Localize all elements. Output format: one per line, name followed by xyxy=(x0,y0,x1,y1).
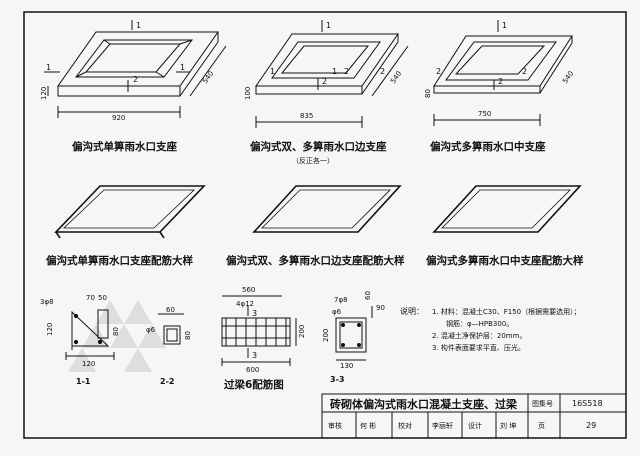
note-1: 1. 材料：混凝土C30、F150（根据需要选用）； xyxy=(432,307,581,316)
title-block xyxy=(321,393,627,439)
label-200-sec3: 200 xyxy=(322,329,330,342)
caption-rebar-edge: 偏沟式双、多箅雨水口边支座配筋大样 xyxy=(226,254,405,267)
mark-1b: 1 xyxy=(46,63,51,72)
label-70: 70 xyxy=(86,294,95,302)
titleblock-row-4: 设计 xyxy=(468,421,482,430)
mark-2a: 2 xyxy=(133,75,138,84)
note-1b: 钢筋：φ—HPB300。 xyxy=(446,319,513,328)
watermark-pattern xyxy=(68,300,166,372)
rebar-edge-view xyxy=(252,185,402,233)
label-phi6-sec3: φ6 xyxy=(332,308,342,316)
dim-120: 120 xyxy=(40,87,48,100)
rebar-single-view xyxy=(54,185,206,239)
label-60-sec2: 60 xyxy=(166,306,175,314)
label-3phi8: 3φ8 xyxy=(40,298,54,306)
mark-1f: 1 xyxy=(332,67,337,76)
label-130: 130 xyxy=(340,362,353,370)
titleblock-atlas-no: 16S518 xyxy=(572,399,603,408)
dim-80: 80 xyxy=(424,89,432,98)
titleblock-row-6: 页 xyxy=(538,422,545,430)
mark-1a: 1 xyxy=(136,21,141,30)
sheet-border xyxy=(23,11,627,439)
notes-title: 说明： xyxy=(400,306,424,316)
dim-540c: 540 xyxy=(561,70,575,86)
label-120-sec1: 120 xyxy=(46,323,54,336)
caption-rebar-middle: 偏沟式多箅雨水口中支座配筋大样 xyxy=(426,254,584,267)
caption-support-edge: 偏沟式双、多箅雨水口边支座 xyxy=(250,140,387,153)
label-sec22: 2-2 xyxy=(160,377,174,386)
caption-beam6: 过梁6配筋图 xyxy=(224,378,284,391)
label-600: 600 xyxy=(246,366,259,374)
caption-support-single: 偏沟式单箅雨水口支座 xyxy=(72,140,177,153)
titleblock-row-3: 李丽轩 xyxy=(432,421,453,430)
mark-1c: 1 xyxy=(180,63,185,72)
label-80-sec2: 80 xyxy=(184,331,192,340)
label-80-sec1: 80 xyxy=(112,327,120,336)
mark-2g: 2 xyxy=(498,77,503,86)
mark-1g: 1 xyxy=(502,21,507,30)
support-middle-view xyxy=(433,20,573,126)
dim-540b: 540 xyxy=(389,70,403,86)
support-edge-view xyxy=(255,20,409,128)
label-560: 560 xyxy=(242,286,255,294)
label-60-sec3: 60 xyxy=(364,291,372,300)
section-2-2 xyxy=(158,313,184,345)
mark-2f: 2 xyxy=(522,67,527,76)
dim-920: 920 xyxy=(112,114,125,122)
caption-support-edge-note: （反正各一） xyxy=(292,156,334,165)
note-3: 3. 构件表面要求平直、压光。 xyxy=(432,343,525,352)
titleblock-title: 砖砌体偏沟式雨水口混凝土支座、过梁 xyxy=(330,397,518,411)
mark-2b: 2 xyxy=(344,67,349,76)
dim-835: 835 xyxy=(300,112,313,120)
section-3-3 xyxy=(335,306,373,361)
titleblock-row-0: 审核 xyxy=(328,421,342,430)
label-4phi12: 4φ12 xyxy=(236,300,254,308)
label-120-bottom: 120 xyxy=(82,360,95,368)
dim-100: 100 xyxy=(244,87,252,100)
note-2: 2. 混凝土净保护层：20mm。 xyxy=(432,331,526,340)
caption-support-middle: 偏沟式多箅雨水口中支座 xyxy=(430,140,546,153)
beam6-plan xyxy=(221,295,297,366)
label-200-beam: 200 xyxy=(298,325,306,338)
label-7phi8: 7φ8 xyxy=(334,296,348,304)
caption-rebar-single: 偏沟式单箅雨水口支座配筋大样 xyxy=(46,254,193,267)
mark-1e: 1 xyxy=(270,67,275,76)
label-sec33: 3-3 xyxy=(330,375,344,384)
titleblock-page: 29 xyxy=(586,421,596,430)
titleblock-atlas-label: 图集号 xyxy=(532,399,553,408)
label-50: 50 xyxy=(98,294,107,302)
mark-2e: 2 xyxy=(436,67,441,76)
titleblock-row-2: 校对 xyxy=(398,421,412,430)
mark-2c: 2 xyxy=(322,77,327,86)
label-3a: 3 xyxy=(252,309,257,318)
support-single-view xyxy=(44,20,227,118)
notes-block: 说明： 1. 材料：混凝土C30、F150（根据需要选用）； 钢筋：φ—HPB3… xyxy=(400,306,581,352)
label-3b: 3 xyxy=(252,351,257,360)
mark-1d: 1 xyxy=(326,21,331,30)
titleblock-row-1: 何 彬 xyxy=(360,421,376,430)
label-sec11: 1-1 xyxy=(76,377,91,386)
rebar-middle-view xyxy=(432,185,582,233)
dim-540a: 540 xyxy=(201,70,215,86)
section-1-1 xyxy=(65,309,115,360)
mark-2d: 2 xyxy=(380,67,385,76)
label-phi6-sec2: φ6 xyxy=(146,326,156,334)
titleblock-row-5: 刘 坤 xyxy=(500,421,516,430)
dim-750: 750 xyxy=(478,110,491,118)
label-90: 90 xyxy=(376,304,385,312)
